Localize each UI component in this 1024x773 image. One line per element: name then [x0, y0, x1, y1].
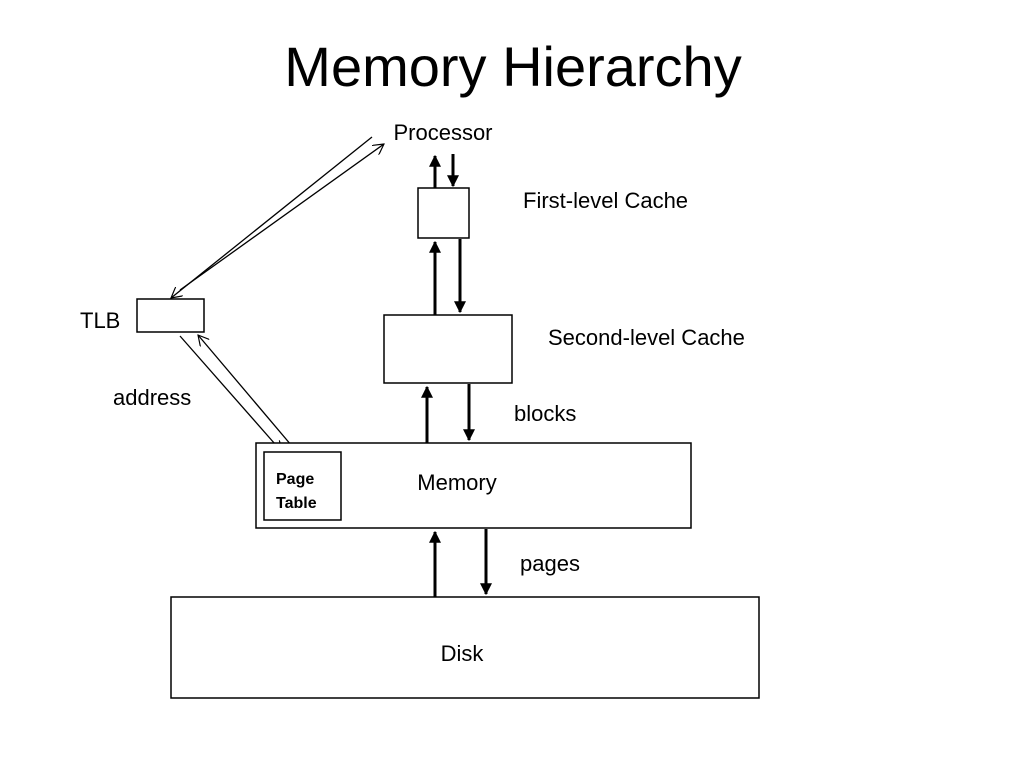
- arrow-page-table-to-tlb: [198, 335, 298, 453]
- processor-label: Processor: [393, 120, 492, 145]
- second-level-cache-label: Second-level Cache: [548, 325, 745, 350]
- arrow-tlb-to-page-table: [179, 335, 282, 452]
- tlb-box: [136, 298, 205, 333]
- blocks-label: blocks: [514, 401, 576, 426]
- arrow-processor-to-tlb: [171, 136, 373, 298]
- address-label: address: [113, 385, 191, 410]
- disk-label: Disk: [441, 641, 485, 666]
- disk-box: [170, 596, 760, 699]
- page-table-label-line1: Page: [276, 471, 314, 488]
- arrow-tlb-to-processor: [179, 144, 384, 291]
- page-title: Memory Hierarchy: [284, 35, 741, 98]
- page-table-box: [263, 451, 342, 521]
- tlb-label: TLB: [80, 308, 120, 333]
- first-level-cache-box: [417, 187, 470, 239]
- page-table-label-line2: Table: [276, 495, 317, 512]
- first-level-cache-label: First-level Cache: [523, 188, 688, 213]
- pages-label: pages: [520, 551, 580, 576]
- memory-label: Memory: [417, 470, 496, 495]
- second-level-cache-box: [383, 314, 513, 384]
